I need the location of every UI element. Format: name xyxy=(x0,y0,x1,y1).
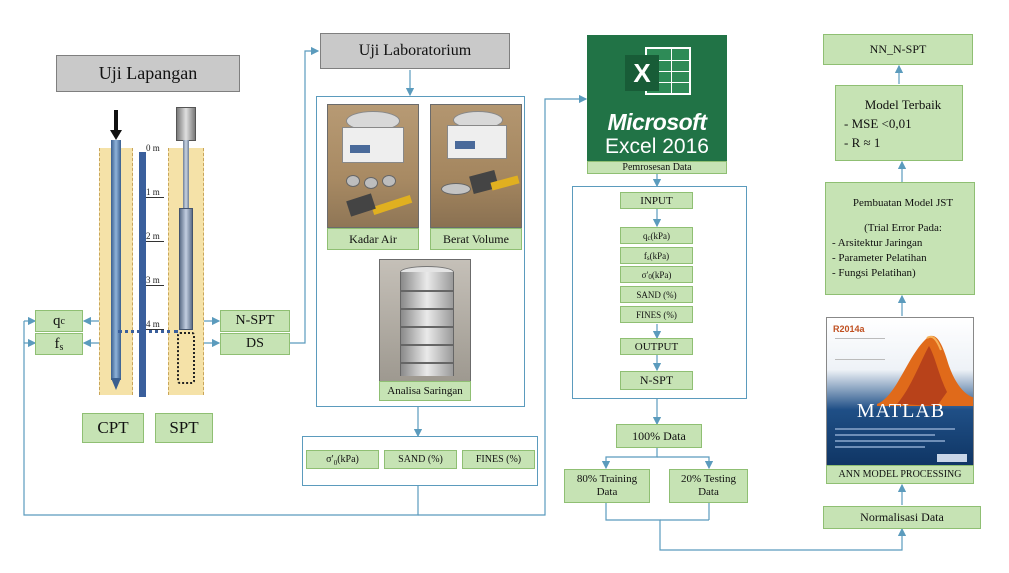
analisa-saringan-photo xyxy=(379,259,471,382)
mathworks-logo-icon xyxy=(937,454,967,462)
lab-fines-box: FINES (%) xyxy=(462,450,535,469)
jst-trial: (Trial Error Pada: xyxy=(864,222,942,234)
ann-model-processing-label: ANN MODEL PROCESSING xyxy=(826,465,974,484)
kadar-air-photo xyxy=(327,104,419,228)
cpt-rod xyxy=(111,140,121,380)
matlab-membrane-icon xyxy=(877,335,973,406)
field-nspt-box: N-SPT xyxy=(220,310,290,332)
kadar-air-label: Kadar Air xyxy=(327,228,419,250)
jst-item-3: - Fungsi Pelatihan) xyxy=(832,267,916,279)
depth-scale-bar xyxy=(139,152,146,397)
data-100-box: 100% Data xyxy=(616,424,702,448)
cpt-label: CPT xyxy=(82,413,144,443)
excel-brand: Microsoft xyxy=(607,109,708,135)
lab-results-frame xyxy=(302,436,538,486)
model-terbaik-r: - R ≈ 1 xyxy=(844,134,881,150)
lab-sand-box: SAND (%) xyxy=(384,450,457,469)
input-sand-box: SAND (%) xyxy=(620,286,693,303)
matlab-version: R2014a xyxy=(833,324,865,334)
nn-nspt-box: NN_N-SPT xyxy=(823,34,973,65)
jst-title: Pembuatan Model JST xyxy=(852,197,954,209)
spt-sampler-outline xyxy=(177,332,195,384)
uji-lapangan-title: Uji Lapangan xyxy=(56,55,240,92)
normalisasi-data-box: Normalisasi Data xyxy=(823,506,981,529)
jst-item-2: - Parameter Pelatihan xyxy=(832,252,927,264)
depth-4m-dotted-line xyxy=(118,330,178,333)
pemrosesan-data-label: Pemrosesan Data xyxy=(587,161,727,174)
output-nspt-box: N-SPT xyxy=(620,371,693,390)
depth-4: 4 m xyxy=(146,319,160,329)
excel-logo: X Microsoft Excel 2016 xyxy=(587,35,727,161)
berat-volume-label: Berat Volume xyxy=(430,228,522,250)
model-terbaik-box: Model Terbaik - MSE <0,01 - R ≈ 1 xyxy=(835,85,963,161)
ds-box: DS xyxy=(220,333,290,355)
uji-laboratorium-title: Uji Laboratorium xyxy=(320,33,510,69)
berat-volume-photo xyxy=(430,104,522,228)
excel-x-icon: X xyxy=(625,55,659,91)
lab-frame xyxy=(316,96,525,407)
spt-label: SPT xyxy=(155,413,213,443)
process-frame xyxy=(572,186,747,399)
training-data-box: 80% Training Data xyxy=(564,469,650,503)
testing-data-box: 20% Testing Data xyxy=(669,469,748,503)
cpt-push-arrowhead-icon xyxy=(110,130,122,140)
depth-1: 1 m xyxy=(146,187,160,197)
model-terbaik-title: Model Terbaik xyxy=(864,96,942,112)
analisa-saringan-label: Analisa Saringan xyxy=(379,381,471,401)
depth-3: 3 m xyxy=(146,275,160,285)
cpt-push-arrow-icon xyxy=(114,110,118,132)
pembuatan-model-jst-box: Pembuatan Model JST (Trial Error Pada: -… xyxy=(825,182,975,295)
excel-product: Excel 2016 xyxy=(605,135,709,158)
input-sigma-box: σ′0 (kPa) xyxy=(620,266,693,283)
spt-hammer xyxy=(176,107,196,141)
lab-sigma-box: σ′0 (kPa) xyxy=(306,450,379,469)
input-fines-box: FINES (%) xyxy=(620,306,693,323)
model-terbaik-mse: - MSE <0,01 xyxy=(844,115,912,131)
input-box: INPUT xyxy=(620,192,693,209)
depth-2: 2 m xyxy=(146,231,160,241)
depth-0: 0 m xyxy=(146,143,160,153)
cpt-cone xyxy=(111,378,121,390)
spt-rod xyxy=(183,140,189,210)
jst-item-1: - Arsitektur Jaringan xyxy=(832,237,923,249)
matlab-splash: R2014a MATLAB xyxy=(826,317,974,467)
output-box: OUTPUT xyxy=(620,338,693,355)
spt-sampler xyxy=(179,208,193,330)
matlab-name: MATLAB xyxy=(856,400,946,422)
